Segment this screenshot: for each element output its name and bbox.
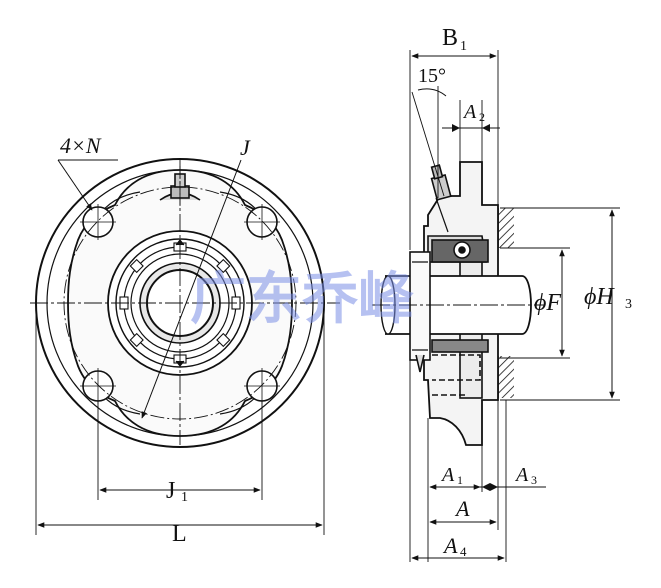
label-A4-sub: 4 <box>460 544 467 559</box>
label-A3-sub: 3 <box>531 473 537 487</box>
set-screw <box>415 354 425 373</box>
label-A3: A <box>514 464 529 486</box>
label-B1: B <box>442 25 458 51</box>
label-15deg: 15° <box>418 65 446 87</box>
four-n-leader <box>57 159 93 211</box>
mount-surface-bottom <box>498 356 514 398</box>
label-phiF: ϕF <box>534 290 561 316</box>
watermark-text: 广东乔峰 <box>190 267 414 332</box>
label-A4: A <box>442 533 458 558</box>
label-phiH3: ϕH <box>584 284 615 310</box>
side-inner-detail <box>432 354 481 381</box>
label-A: A <box>454 496 470 521</box>
label-4xN: 4×N <box>60 133 102 158</box>
front-view <box>30 158 340 535</box>
label-J1: J <box>166 478 175 504</box>
side-view <box>372 50 620 562</box>
bearing-section-lower <box>431 339 489 353</box>
label-A2-sub: 2 <box>479 110 485 124</box>
label-A1: A <box>440 464 455 486</box>
label-L: L <box>172 521 187 547</box>
label-J: J <box>240 135 251 160</box>
j-dimension-line <box>141 159 242 419</box>
label-A2: A <box>462 101 477 123</box>
mount-surface-top <box>498 208 514 248</box>
label-B1-sub: 1 <box>460 39 467 54</box>
label-A1-sub: 1 <box>457 473 463 487</box>
label-J1-sub: 1 <box>181 490 188 505</box>
label-H3-sub: 3 <box>625 297 632 312</box>
angle-arc <box>417 88 447 97</box>
